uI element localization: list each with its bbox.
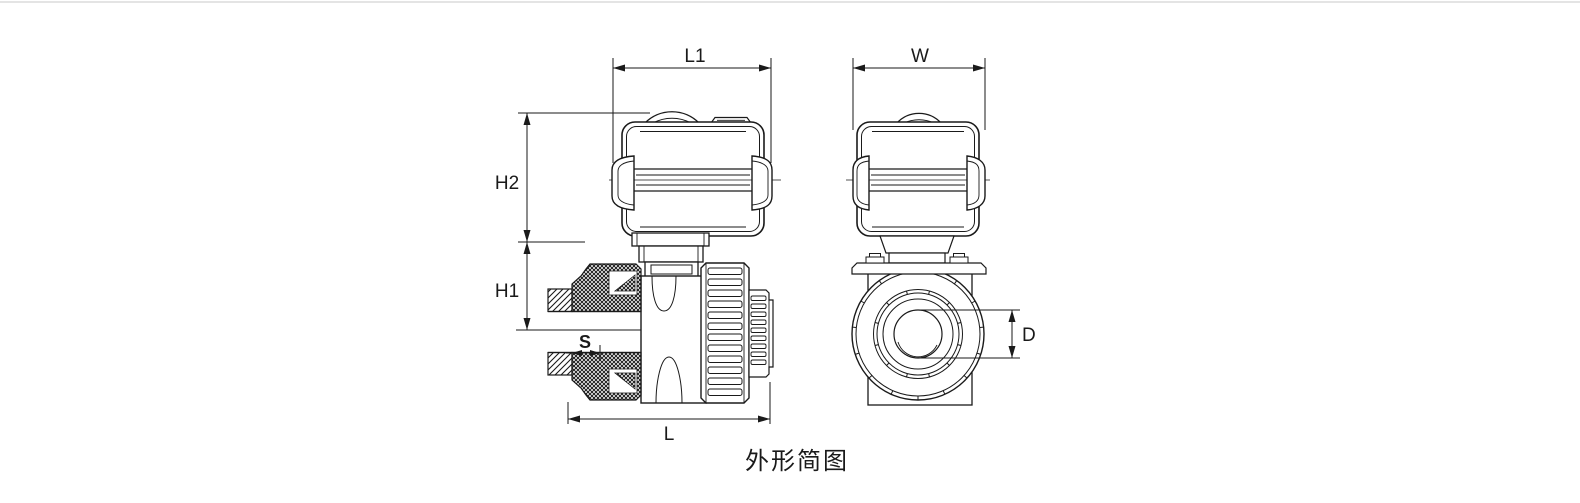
union-fitting-section	[547, 263, 642, 401]
dim-label-l1: L1	[684, 46, 705, 67]
side-view: W D	[846, 46, 1036, 406]
dim-label-s: S	[579, 332, 591, 352]
pipe-adapter	[748, 289, 774, 378]
valve-body-front	[640, 275, 707, 404]
dim-h2-h1: H2 H1	[495, 112, 650, 330]
dim-w: W	[852, 46, 986, 130]
actuator-wing-left	[611, 155, 635, 211]
actuator-wing-right	[751, 155, 773, 211]
dim-s: S	[566, 332, 604, 361]
actuator-side	[846, 112, 990, 264]
dim-label-l: L	[664, 424, 675, 445]
valve-end-view	[851, 253, 987, 406]
actuator-wing-left-side	[852, 155, 870, 211]
ribbed-union-nut	[700, 262, 750, 404]
dim-label-d: D	[1022, 325, 1036, 346]
nut-grip-ribs	[707, 267, 743, 396]
mounting-bolts	[865, 253, 969, 264]
thread-ring	[873, 289, 963, 379]
actuator-neck-flange	[631, 232, 710, 247]
dim-d: D	[915, 309, 1036, 359]
adapter-ribs	[750, 295, 767, 365]
dim-label-h1: H1	[495, 281, 519, 302]
valve-mount-bracket	[644, 261, 699, 278]
actuator-neck-side	[879, 235, 955, 254]
pipe-stub-top	[547, 288, 573, 313]
front-view: L1 H2 H1 S L	[495, 46, 781, 445]
actuator-wing-right-side	[966, 155, 986, 211]
dim-l: L	[567, 382, 771, 445]
pipe-stub-bottom	[547, 351, 573, 376]
dim-label-w: W	[911, 46, 929, 67]
mounting-plate	[851, 262, 987, 275]
dim-l1: L1	[612, 46, 772, 163]
thread-ring-ticks	[874, 290, 962, 378]
actuator-front	[609, 111, 781, 278]
dim-label-h2: H2	[495, 173, 519, 194]
drawing-caption: 外形简图	[745, 447, 849, 475]
ball-edge-arc	[897, 341, 938, 358]
